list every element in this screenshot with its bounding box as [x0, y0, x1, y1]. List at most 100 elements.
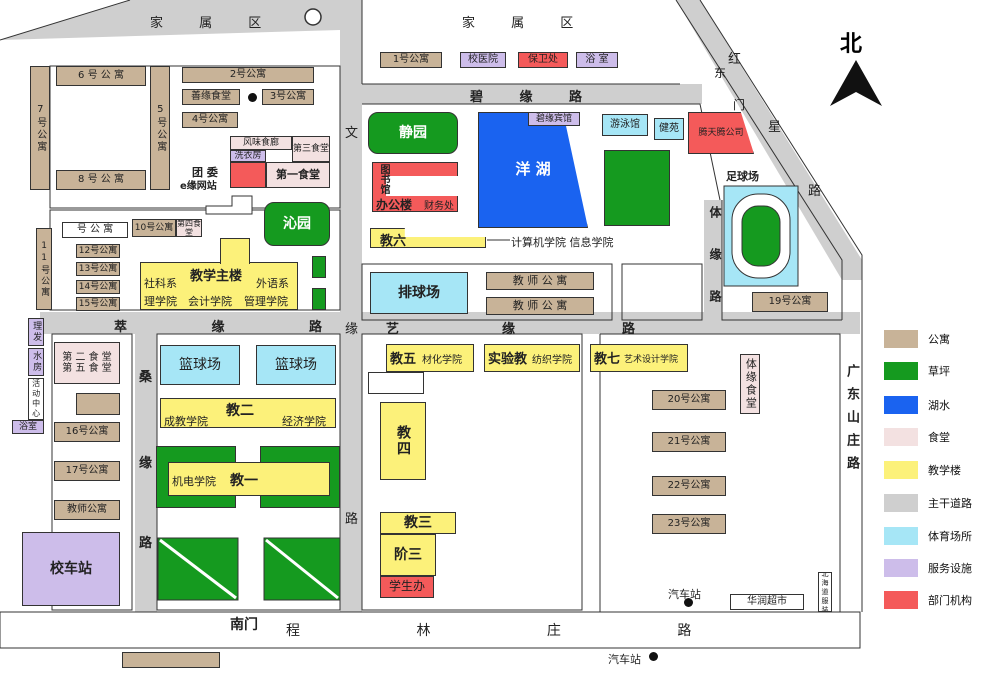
legend-swatch — [884, 396, 918, 414]
clinic[interactable]: 校医院 — [460, 52, 506, 68]
teaching-building-1[interactable] — [168, 462, 330, 496]
dept-block[interactable] — [230, 162, 266, 188]
apartment-5[interactable]: 5号公寓 — [150, 66, 170, 190]
apartment-16[interactable]: 16号公寓 — [54, 422, 120, 442]
teacher-apartment-2[interactable]: 教 师 公 寓 — [486, 297, 594, 315]
legend-swatch — [884, 494, 918, 512]
canteen-3[interactable]: 第三食堂 — [292, 136, 330, 162]
apartment-7[interactable]: 7号公寓 — [30, 66, 50, 190]
barber[interactable]: 理发 — [28, 318, 44, 346]
road-label-lu: 路 — [808, 184, 822, 199]
bathhouse-top[interactable]: 浴 室 — [576, 52, 618, 68]
apartment-13[interactable]: 13号公寓 — [76, 262, 120, 276]
apartment-23[interactable]: 23号公寓 — [652, 514, 726, 534]
label-jiao5: 教五 — [390, 352, 417, 367]
student-office[interactable]: 学生办 — [380, 576, 434, 598]
swimming-pool[interactable]: 游泳馆 — [602, 114, 648, 136]
label-fangzhi: 纺织学院 — [532, 355, 572, 366]
teaching-building-4[interactable]: 教四 — [380, 402, 426, 480]
lawn-small-1 — [312, 256, 326, 278]
apartment-unnamed[interactable]: 号 公 寓 — [62, 222, 128, 238]
main-teaching-tower — [220, 238, 250, 264]
legend-label: 服务设施 — [928, 562, 972, 575]
apartment-17[interactable]: 17号公寓 — [54, 461, 120, 481]
campus-bus-station[interactable]: 校车站 — [22, 532, 120, 606]
tengtian-company[interactable]: 腾天腾公司 — [688, 112, 754, 154]
apartment-2[interactable]: 2号公寓 — [182, 67, 314, 83]
lawn-diagonal-right — [263, 537, 341, 601]
teacher-apartment-3[interactable]: 教师公寓 — [54, 500, 120, 520]
apartment-1[interactable]: 1号公寓 — [380, 52, 442, 68]
apartment-20[interactable]: 20号公寓 — [652, 390, 726, 410]
security-office[interactable]: 保卫处 — [518, 52, 568, 68]
label-library: 图书馆 — [378, 164, 389, 194]
apartment-10[interactable]: 10号公寓 — [132, 219, 176, 237]
road-label-yi-yuan-left: 缘 — [345, 322, 359, 337]
road-top-left-edge — [0, 0, 340, 40]
marker-dot — [248, 93, 257, 102]
legend-label: 体育场所 — [928, 530, 972, 543]
apartment-19[interactable]: 19号公寓 — [752, 292, 828, 312]
road-label-cui-yuan: 萃 缘 路 — [114, 320, 363, 335]
apartment-bottom[interactable] — [122, 652, 220, 668]
canteen-4[interactable]: 第四食堂 — [176, 219, 202, 237]
north-arrow-icon — [830, 60, 882, 106]
biyuan-hotel[interactable]: 碧缘宾馆 — [528, 112, 580, 126]
canteen-tiyuan[interactable]: 体缘食堂 — [740, 354, 760, 414]
legend-item-sports: 体育场所 — [884, 527, 972, 545]
bus-stop-marker-1[interactable] — [684, 598, 693, 607]
basketball-court-1[interactable]: 篮球场 — [160, 345, 240, 385]
label-jiao6: 教六 — [380, 234, 407, 249]
apartment-4[interactable]: 4号公寓 — [182, 112, 238, 128]
apartment-small[interactable] — [76, 393, 120, 415]
apartment-6[interactable]: 6 号 公 寓 — [56, 66, 146, 86]
huarun-supermarket[interactable]: 华润超市 — [730, 594, 804, 610]
bus-stop-marker-2[interactable] — [649, 652, 658, 661]
apartment-8[interactable]: 8 号 公 寓 — [56, 170, 146, 190]
road-label-cheng-lin: 程 林 庄 路 — [286, 623, 748, 639]
label-tuanwei: 团 委 — [192, 166, 218, 179]
apartment-12[interactable]: 12号公寓 — [76, 244, 120, 258]
canteen-shanyuan[interactable]: 善缘食堂 — [182, 89, 240, 105]
lecture-hall-3[interactable]: 阶三 — [380, 534, 436, 576]
activity-center[interactable]: 活动中心 — [28, 378, 44, 420]
teaching-building-7[interactable] — [590, 344, 688, 372]
bathhouse-left[interactable]: 浴室 — [12, 420, 44, 434]
road-label-dong: 东 — [714, 66, 727, 80]
beihai-clothing[interactable]: 北海道服装 — [818, 572, 832, 612]
lawn-jingyuan[interactable]: 静园 — [368, 112, 458, 154]
experimental-teaching-building[interactable] — [484, 344, 580, 372]
apartment-14[interactable]: 14号公寓 — [76, 280, 120, 294]
canteen-fengwei[interactable]: 风味食廊 — [230, 136, 292, 150]
canteen-1[interactable]: 第一食堂 — [266, 162, 330, 188]
canteen-2-5[interactable]: 第 二 食 堂 第 五 食 堂 — [54, 342, 120, 384]
laundry[interactable]: 洗衣房 — [230, 150, 266, 162]
apartment-21[interactable]: 21号公寓 — [652, 432, 726, 452]
gym-jianyuan[interactable]: 健苑 — [654, 118, 684, 140]
label-guanli: 管理学院 — [244, 295, 288, 308]
teaching-building-2[interactable] — [160, 398, 336, 428]
teacher-apartment-1[interactable]: 教 师 公 寓 — [486, 272, 594, 290]
volleyball-court[interactable]: 排球场 — [370, 272, 468, 314]
apartment-15[interactable]: 15号公寓 — [76, 297, 120, 311]
apartment-22[interactable]: 22号公寓 — [652, 476, 726, 496]
apartment-3[interactable]: 3号公寓 — [262, 89, 314, 105]
label-jidian: 机电学院 — [172, 475, 216, 488]
road-label-wen-lu: 路 — [345, 512, 359, 527]
main-teaching-building[interactable] — [140, 262, 298, 310]
road-bi-yuan — [346, 84, 702, 104]
teaching-building-5[interactable] — [386, 344, 474, 372]
legend-label: 草坪 — [928, 365, 950, 378]
teaching-building-3[interactable]: 教三 — [380, 512, 456, 534]
road-cui-yuan — [40, 312, 860, 334]
basketball-court-2[interactable]: 篮球场 — [256, 345, 336, 385]
apartment-11[interactable]: 11号公寓 — [36, 228, 52, 310]
label-jiao2: 教二 — [226, 403, 254, 419]
admin-courtyard — [386, 176, 458, 196]
legend-item-lake: 湖水 — [884, 396, 950, 414]
legend-item-road: 主干道路 — [884, 494, 972, 512]
lawn-qinyuan[interactable]: 沁园 — [264, 202, 330, 246]
road-label-lu-right: 路 — [622, 322, 636, 337]
water-room[interactable]: 水房 — [28, 348, 44, 376]
road-label-men: 门 — [733, 98, 746, 112]
